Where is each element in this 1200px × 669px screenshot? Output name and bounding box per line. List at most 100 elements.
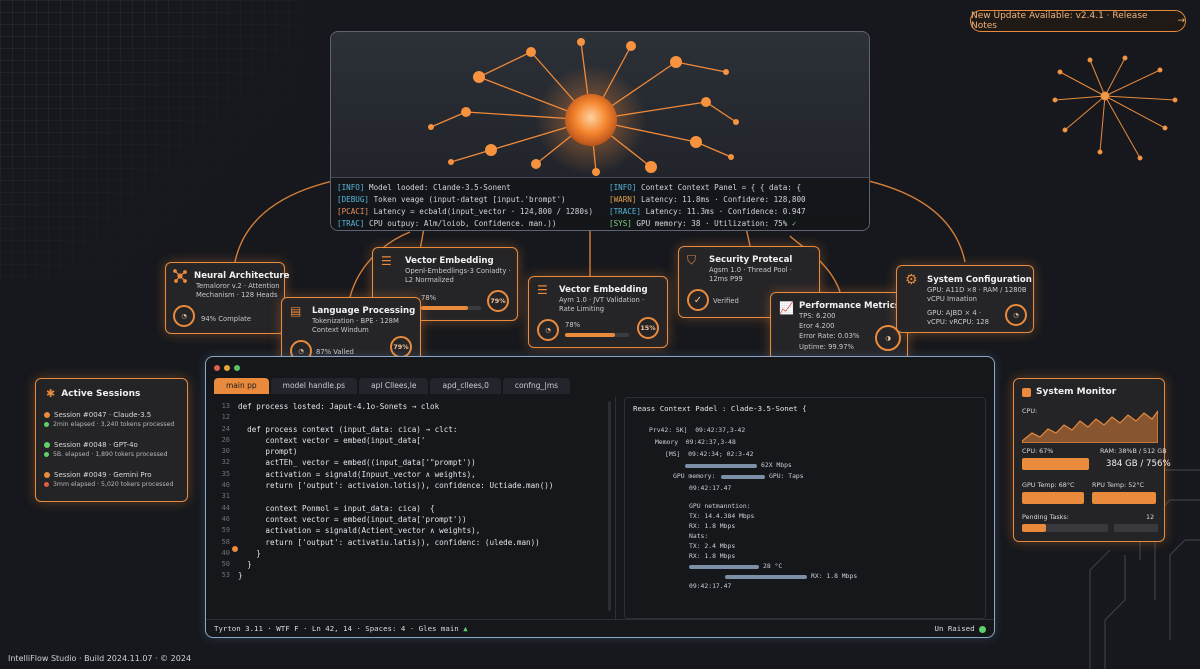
line-number: 40 xyxy=(221,548,230,557)
database-icon: ☰ xyxy=(381,254,392,268)
code-line[interactable] xyxy=(238,412,553,423)
grid-background xyxy=(0,0,300,280)
metric-bar xyxy=(689,565,759,569)
code-editor-window: main pp model handle.ps apl Cllees,le ap… xyxy=(205,356,995,638)
code-line[interactable]: return ['output': activaion.lotis)), con… xyxy=(238,481,554,491)
shield-icon: ⛉ xyxy=(687,253,697,267)
speedometer-icon: ◑ xyxy=(875,325,901,351)
status-dot xyxy=(44,472,50,478)
tab-config[interactable]: confng_|ms xyxy=(502,378,571,394)
close-icon[interactable] xyxy=(214,365,220,371)
chart-icon: 📈 xyxy=(779,301,794,315)
maximize-icon[interactable] xyxy=(234,365,240,371)
context-panel: Reass Context Padel : Clade-3.5-Sonet { … xyxy=(624,397,986,619)
session-item[interactable]: Session #0049 · Gemini Pro 3mm elapsed ·… xyxy=(44,471,173,488)
line-number: 44 xyxy=(221,503,230,512)
status-dot xyxy=(44,442,50,448)
cpu-sparkline xyxy=(1022,410,1158,443)
network-icon xyxy=(173,269,187,283)
session-item[interactable]: Session #0047 · Claude-3.5 2min elapsed … xyxy=(44,411,174,428)
card-vector-embedding-2[interactable]: ☰ Vector Embedding Aym 1.0 · JVT Validat… xyxy=(528,276,668,348)
code-line[interactable]: } xyxy=(238,571,243,581)
line-number: 35 xyxy=(221,469,230,478)
progress-bar xyxy=(421,306,481,310)
line-number: 32 xyxy=(221,458,230,467)
pending-bar xyxy=(1022,524,1046,532)
progress-ring: 79% xyxy=(390,336,412,358)
editor-tabs: main pp model handle.ps apl Cllees,le ap… xyxy=(214,378,571,394)
code-line[interactable]: context vector = embed(input_data[' xyxy=(238,435,426,445)
code-line[interactable]: } xyxy=(238,548,261,558)
line-number: 30 xyxy=(221,447,230,456)
metric-bar xyxy=(685,464,757,468)
card-status: 94% Complate xyxy=(201,315,252,323)
status-right: Un Raised xyxy=(934,624,975,633)
line-number: 24 xyxy=(221,424,230,433)
card-system-configuration[interactable]: ⚙ System Configuration GPU: A11D ×8 · RA… xyxy=(896,265,1034,333)
arrow-right-icon: → xyxy=(1177,16,1185,26)
gauge-icon: ◔ xyxy=(537,319,559,341)
card-performance-metrics[interactable]: 📈 Performance Metrics TPS: 6.200 Eror 4.… xyxy=(770,292,908,362)
card-neural-architecture[interactable]: Neural Architecture Temaloror v.2 · Atte… xyxy=(165,262,289,334)
gauge-icon: ◔ xyxy=(173,305,195,327)
code-line[interactable] xyxy=(238,491,553,502)
code-line[interactable]: actTEh_ vector = embed((input_data['"pro… xyxy=(238,458,476,468)
gpu-temp-bar xyxy=(1022,492,1084,504)
code-line[interactable]: def process context (input_data: cica) →… xyxy=(238,424,458,434)
check-icon: ✓ xyxy=(791,219,797,228)
line-number: 40 xyxy=(221,481,230,490)
code-line[interactable]: prompt) xyxy=(238,447,298,457)
line-number: 50 xyxy=(221,560,230,569)
code-line[interactable]: activation = signald(Inpuut_vector ∧ wei… xyxy=(238,469,476,479)
log-column-left: [INFO] Model looded: Clande-3.5-Sonent [… xyxy=(337,183,594,228)
status-left: Tyrton 3.11 · WTF F · Ln 42, 14 · Spaces… xyxy=(214,624,459,633)
update-banner-text: New Update Available: v2.4.1 · Release N… xyxy=(971,11,1148,31)
line-number: 58 xyxy=(221,537,230,546)
progress-ring: 15% xyxy=(637,317,659,339)
hero-network-panel: [INFO] Model looded: Clande-3.5-Sonent [… xyxy=(330,31,870,231)
code-line[interactable]: return ['output': activatiu.latis)), con… xyxy=(238,537,540,547)
cpu-bar xyxy=(1022,458,1089,470)
network-icon: ✱ xyxy=(46,387,56,400)
scrollbar[interactable] xyxy=(608,401,611,611)
code-line[interactable]: } xyxy=(238,560,252,570)
footer-text: IntelliFlow Studio · Build 2024.11.07 · … xyxy=(8,654,192,663)
hero-log: [INFO] Model looded: Clande-3.5-Sonent [… xyxy=(331,177,869,230)
status-dot xyxy=(979,625,986,633)
session-item[interactable]: Session #0048 · GPT-4o 5B. elapsed · 1,8… xyxy=(44,441,168,458)
code-line[interactable]: activation = signald(Actient_vector ∧ we… xyxy=(238,526,481,536)
panel-title: Active Sessions xyxy=(61,388,141,399)
breakpoint-dot[interactable] xyxy=(232,546,238,552)
branch-icon: ▲ xyxy=(463,624,468,633)
status-bar: Tyrton 3.11 · WTF F · Ln 42, 14 · Spaces… xyxy=(206,619,994,637)
panel-title: System Monitor xyxy=(1036,387,1117,397)
log-column-right: [INFO] Context Context Panel = { { data:… xyxy=(609,183,806,228)
update-banner[interactable]: New Update Available: v2.4.1 · Release N… xyxy=(970,10,1186,32)
progress-bar xyxy=(565,333,629,337)
pending-track xyxy=(1114,524,1158,532)
line-number: 31 xyxy=(221,492,230,501)
tab-model-handle[interactable]: model handle.ps xyxy=(270,378,358,394)
code-line[interactable]: context Ponmol = input_data: cica) { xyxy=(238,503,435,513)
code-line[interactable]: def process losted: Japut-4.1o-Sonets → … xyxy=(238,402,440,411)
monitor-icon xyxy=(1022,387,1031,397)
line-number: 46 xyxy=(221,514,230,523)
metric-bar xyxy=(725,575,807,579)
decorative-network-icon xyxy=(1052,55,1178,161)
database-icon: ☰ xyxy=(537,283,548,297)
pending-track xyxy=(1022,524,1108,532)
minimize-icon[interactable] xyxy=(224,365,230,371)
tab-apd-clees[interactable]: apd_cllees,0 xyxy=(430,378,501,394)
card-title: Neural Architecture xyxy=(194,271,290,281)
code-line[interactable]: context vector = embed(input_data['promp… xyxy=(238,514,467,524)
system-monitor-panel: System Monitor CPU: CPU: 67% RAM: 38%B /… xyxy=(1013,378,1171,542)
code-text[interactable]: def process losted: Japut-4.1o-Sonets → … xyxy=(238,401,553,582)
tab-main[interactable]: main pp xyxy=(214,378,269,394)
tab-apl-clees[interactable]: apl Cllees,le xyxy=(359,378,429,394)
progress-ring: 79% xyxy=(487,290,509,312)
context-header: Reass Context Padel : Clade-3.5-Sonet { xyxy=(633,404,807,413)
line-number: 12 xyxy=(221,413,230,422)
card-language-processing[interactable]: ▤ Language Processing Tokenization · BPE… xyxy=(281,297,421,367)
